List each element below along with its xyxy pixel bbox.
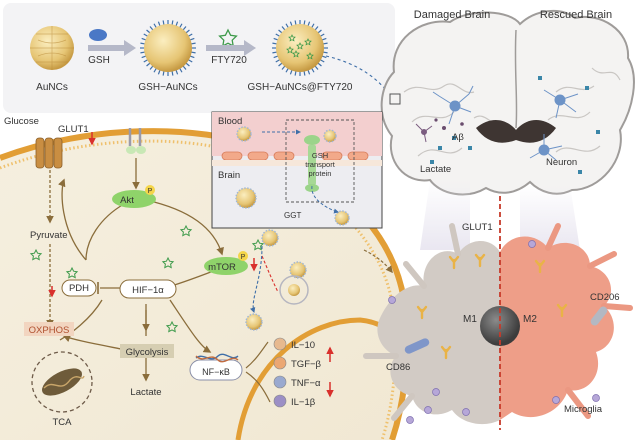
microglia-label: Microglia xyxy=(564,404,603,415)
neurons xyxy=(432,85,579,161)
mtor-phospho xyxy=(238,251,248,261)
gsh-label: GSH xyxy=(88,55,110,66)
cytokine-dots-m1 xyxy=(388,240,600,424)
nfkb-box xyxy=(189,359,243,381)
cytokine-list: IL−10 TGF−β TNF−α IL−1β xyxy=(273,337,322,408)
cytokine-item: IL−1β xyxy=(273,394,316,408)
mtor-blob xyxy=(204,257,248,275)
transport-line1: GSH xyxy=(312,151,328,160)
akt-label: Akt xyxy=(120,195,134,206)
glut1-transporter xyxy=(35,137,63,169)
glycolysis-label: Glycolysis xyxy=(126,347,169,358)
hif-box xyxy=(119,279,177,299)
cell-lactate-label: Lactate xyxy=(130,387,161,398)
abeta-dots xyxy=(434,118,464,130)
mtor-p-label: P xyxy=(241,254,246,261)
nfkb-label: NF−κB xyxy=(202,367,230,377)
glut1-label: GLUT1 xyxy=(58,124,89,135)
tca-cycle xyxy=(31,351,93,413)
gsh-aunc-fty-particle xyxy=(272,20,328,76)
cytokine-label: IL−10 xyxy=(291,340,315,351)
endosome xyxy=(279,275,309,305)
cytokine-item: TNF−α xyxy=(273,375,321,389)
aunc-label: AuNCs xyxy=(36,82,68,93)
bbb-brain-label: Brain xyxy=(218,170,240,181)
cd206-receptor xyxy=(590,306,608,326)
fty720-star-icon xyxy=(218,28,238,48)
receptor xyxy=(126,128,146,154)
microglia-glut1-label: GLUT1 xyxy=(462,222,493,233)
cd206-label: CD206 xyxy=(590,292,620,303)
damaged-brain-title: Damaged Brain xyxy=(414,9,490,21)
akt-p-label: P xyxy=(148,188,153,195)
blood-label: Blood xyxy=(218,116,242,127)
aunc-particle xyxy=(30,26,74,70)
cd86-receptor xyxy=(404,338,430,354)
oxphos-band xyxy=(24,322,74,336)
gsh-aunc-label: GSH−AuNCs xyxy=(138,82,197,93)
lactate-dots xyxy=(430,76,600,174)
cd86-label: CD86 xyxy=(386,362,410,373)
oxphos-label: OXPHOS xyxy=(29,325,70,336)
gsh-molecule xyxy=(89,29,107,41)
hif-label: HIF−1α xyxy=(132,285,164,296)
ggt-label: GGT xyxy=(284,211,301,220)
bbb-panel: Blood Brain GSH transport protein GGT xyxy=(211,111,383,229)
cytokine-dot xyxy=(273,337,287,351)
tca-label: TCA xyxy=(53,417,73,428)
m2-label: M2 xyxy=(523,314,537,325)
cytokine-label: TNF−α xyxy=(291,378,321,389)
mitochondrion-icon xyxy=(42,368,82,396)
fty720-stars-cell xyxy=(29,224,265,333)
arrow-to-microglia xyxy=(363,249,393,274)
akt-blob xyxy=(112,190,156,208)
transport-line2: transport xyxy=(305,160,336,169)
cytokine-item: IL−10 xyxy=(273,337,315,351)
neuron-label: Neuron xyxy=(546,157,577,168)
cytokine-item: TGF−β xyxy=(273,356,322,370)
arrowhead-synthesis-2 xyxy=(244,40,256,56)
nanoparticles-cell xyxy=(245,229,309,331)
cytokine-dot xyxy=(273,394,287,408)
pdh-box xyxy=(61,279,97,297)
pyruvate-label: Pyruvate xyxy=(30,230,68,241)
cytokine-dot xyxy=(273,356,287,370)
glycolysis-band xyxy=(120,344,174,358)
microglia-section: GLUT1 M1 M2 CD206 CD86 Microglia xyxy=(363,180,633,430)
rescued-brain-title: Rescued Brain xyxy=(540,9,612,21)
zoom-box xyxy=(389,93,401,105)
transport-line3: protein xyxy=(309,169,332,178)
glucose-label: Glucose xyxy=(4,116,39,127)
cytokine-label: TGF−β xyxy=(291,359,322,370)
mtor-label: mTOR xyxy=(208,262,236,273)
brain-lactate-label: Lactate xyxy=(420,164,451,175)
m2-cell xyxy=(500,236,614,420)
akt-phospho xyxy=(145,185,155,195)
glut1-receptors xyxy=(416,253,568,360)
brain-ventricle xyxy=(476,119,556,143)
m1-label: M1 xyxy=(463,314,477,325)
arrowhead-synthesis-1 xyxy=(124,40,136,56)
cytokine-dot xyxy=(273,375,287,389)
brain-section: Damaged Brain Rescued Brain Aβ Lactate N… xyxy=(380,9,635,196)
gsh-aunc-particle xyxy=(140,20,196,76)
gsh-aunc-fty-label: GSH−AuNCs@FTY720 xyxy=(248,82,353,93)
pdh-label: PDH xyxy=(69,283,89,294)
fty720-label: FTY720 xyxy=(211,55,247,66)
cytokine-label: IL−1β xyxy=(291,397,316,408)
abeta-label: Aβ xyxy=(452,132,464,143)
m1-cell xyxy=(377,241,500,425)
